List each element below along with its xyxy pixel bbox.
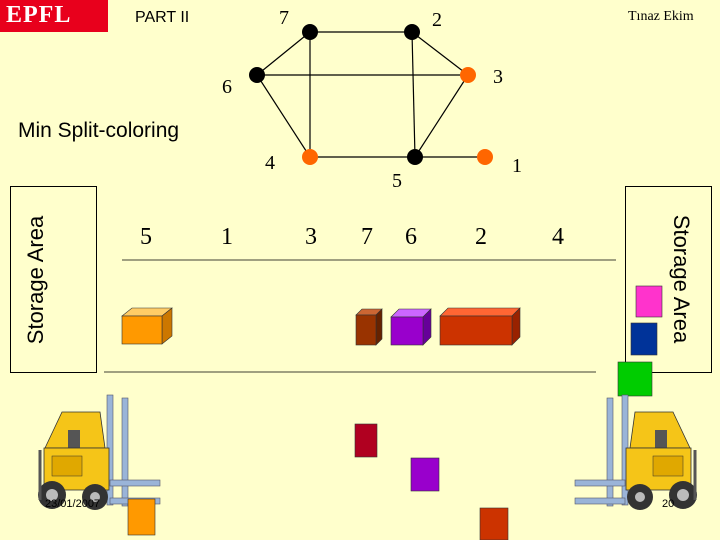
footer-date: 23/01/2007 (45, 498, 100, 510)
box-purple-floating (411, 458, 439, 491)
box-orange-forklift (128, 499, 155, 535)
box-pink (636, 286, 662, 317)
box-brown (356, 309, 382, 345)
forklift-left-icon (38, 395, 160, 510)
box-red-floating (480, 508, 508, 540)
forklift-right-icon (575, 395, 697, 510)
box-purple (391, 309, 431, 345)
box-green (618, 362, 652, 396)
box-orange (122, 308, 172, 344)
box-blue (631, 323, 657, 355)
page-number: 20 (662, 498, 674, 510)
box-red-orange (440, 308, 520, 345)
box-crimson (355, 424, 377, 457)
